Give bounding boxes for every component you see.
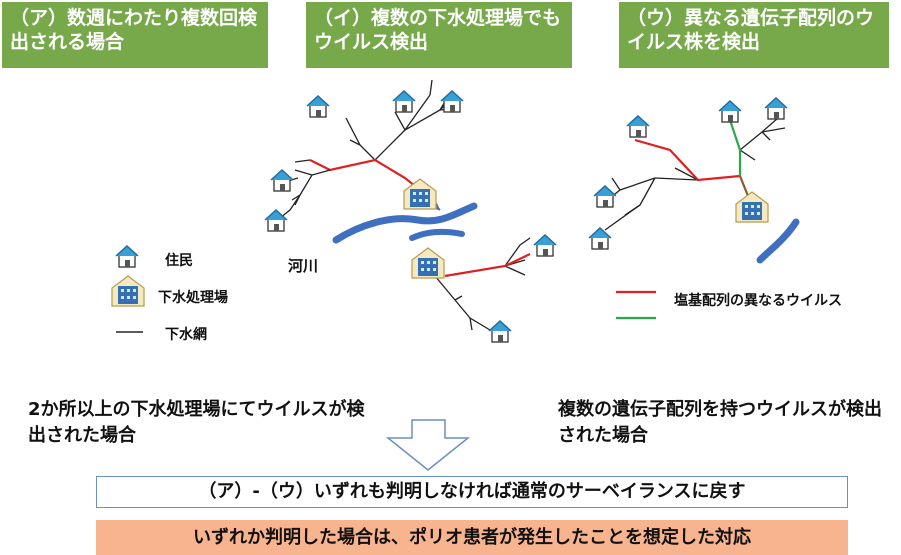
legend-sewer-label: 下水網 [165,327,207,343]
house-icon [626,115,650,138]
banner-u: （ウ）異なる遺伝子配列のウイルス株を検出 [619,2,889,68]
house-icon [306,95,330,118]
house-icon [440,90,464,113]
network-right [604,117,786,231]
red-legend-label: 塩基配列の異なるウイルス [674,293,842,309]
house-icon [270,169,294,192]
down-arrow [385,419,471,471]
river-right [756,218,800,264]
network-lower [434,237,531,331]
plant-icon [411,247,445,279]
house-icon [718,100,742,123]
green-path-right [728,119,742,176]
river [332,202,478,244]
outcome-neither-box: （ア）-（ウ）いずれも判明しなければ通常のサーベイランスに戻す [96,476,848,508]
house-icon [764,97,788,120]
note-right: 複数の遺伝子配列を持つウイルスが検出された場合 [558,399,882,446]
plant-icon [735,191,769,223]
legend-plant-icon [111,275,145,307]
banner-i: （イ）複数の下水処理場でもウイルス検出 [306,2,572,68]
house-icon [588,227,612,250]
outcome-either-box: いずれか判明した場合は、ポリオ患者が発生したことを想定した対応 [96,520,848,555]
house-icon [264,209,288,232]
red-path-right [634,138,741,182]
plant-icon [403,178,437,210]
red-path-upper [309,158,421,191]
banner-a: （ア）数週にわたり複数回検出される場合 [2,2,268,68]
legend-house-icon [115,245,139,268]
note-left: 2か所以上の下水処理場にてウイルスが検出された場合 [28,399,365,446]
river-label: 河川 [288,257,319,275]
house-icon [488,320,512,343]
red-path-lower [444,253,531,278]
legend-plant-label: 下水処理場 [158,290,228,306]
house-icon [533,234,557,257]
house-icon [593,185,617,208]
house-icon [392,90,416,113]
legend-resident-label: 住民 [165,253,193,269]
